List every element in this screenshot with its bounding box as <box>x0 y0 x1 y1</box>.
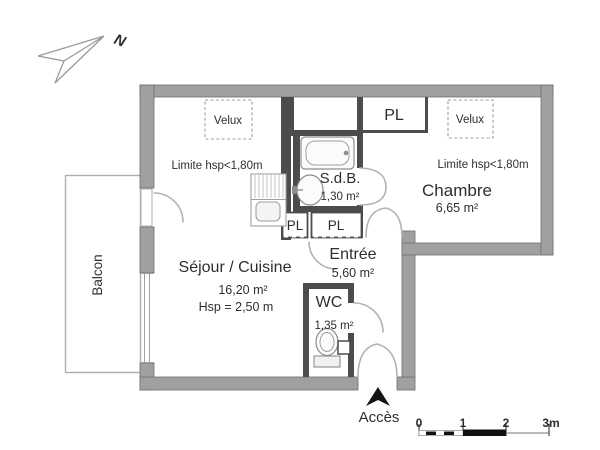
balcony-label: Balcon <box>90 254 105 295</box>
living-hall-door-swing <box>308 241 337 270</box>
north-arrow-icon: N <box>37 31 129 84</box>
wc-labels: WC 1,35 m² <box>315 294 354 332</box>
bedroom-area: 6,65 m² <box>436 201 478 215</box>
balcony: Balcon <box>64 174 142 374</box>
wall-bath-left <box>293 136 300 212</box>
north-arrow-shape <box>37 35 105 84</box>
bathroom-door-swing <box>359 167 387 206</box>
bathroom-area: 1,30 m² <box>321 191 360 203</box>
wc-area: 1,35 m² <box>315 320 354 332</box>
entrance-door-swing <box>357 343 398 378</box>
balcony-outline <box>64 174 142 374</box>
skylight-living-label: Velux <box>214 115 242 127</box>
scale-segment-dashed <box>418 430 464 436</box>
wall-bottom-left <box>139 376 359 391</box>
wall-entry-right <box>401 230 416 378</box>
hall-name: Entrée <box>329 246 376 263</box>
wall-wc-top <box>303 283 354 289</box>
wall-living-divider <box>281 97 291 240</box>
bathroom-name: S.d.B. <box>320 170 361 187</box>
wall-top <box>139 84 554 98</box>
closet-top-label: PL <box>384 107 404 124</box>
skylight-bedroom-label: Velux <box>456 114 484 126</box>
scale-tick-3: 3m <box>542 416 559 430</box>
balcony-door <box>140 188 184 227</box>
bedroom-door-swing <box>365 207 403 238</box>
skylight-living: Velux <box>204 99 253 140</box>
wall-bath-top <box>293 130 363 136</box>
wall-left-mid <box>139 226 155 274</box>
skylight-bedroom: Velux <box>447 99 494 139</box>
living-room-labels: Limite hsp<1,80m Séjour / Cuisine 16,20 … <box>171 160 291 314</box>
bedroom-name: Chambre <box>422 181 492 200</box>
wall-bottom-right <box>396 376 416 391</box>
bathtub-icon <box>300 136 355 170</box>
living-area: 16,20 m² <box>218 283 267 297</box>
scale-tick-1: 1 <box>460 416 467 430</box>
wall-bath-right-upper <box>357 97 363 168</box>
doors <box>308 167 403 378</box>
closet-right-box <box>310 211 363 239</box>
wc-name: WC <box>316 294 343 311</box>
wall-left-upper <box>139 84 155 189</box>
closet-left: PL <box>281 211 309 239</box>
living-ceiling-height: Hsp = 2,50 m <box>199 300 274 314</box>
wall-closet-top-bottom <box>363 130 428 133</box>
bathroom-sink-icon <box>292 174 324 206</box>
access-label: Accès <box>359 409 400 426</box>
scale-tick-0: 0 <box>416 416 423 430</box>
bedroom-labels: Limite hsp<1,80m Chambre 6,65 m² <box>422 159 529 215</box>
scale-tick-2: 2 <box>503 416 510 430</box>
closet-left-label: PL <box>287 218 304 233</box>
hall-labels: Entrée 5,60 m² <box>329 246 376 280</box>
wall-wc-left <box>303 283 309 377</box>
north-label: N <box>112 31 129 51</box>
scale-segment-solid <box>463 429 506 436</box>
wall-bedroom-bottom <box>401 242 554 256</box>
outer-walls <box>139 84 554 391</box>
wall-wc-right-lower <box>348 333 354 377</box>
kitchen-sink-icon <box>250 173 287 227</box>
scale-bar: 0 1 2 3m <box>416 416 560 436</box>
wc-door-swing <box>353 302 384 333</box>
toilet-icon <box>313 327 351 368</box>
wall-right <box>540 84 554 256</box>
closet-right: PL <box>310 211 363 239</box>
balcony-door-leaf <box>140 188 153 227</box>
skylight-bedroom-outline <box>447 99 494 139</box>
balcony-door-swing <box>153 192 184 223</box>
bedroom-limit-note: Limite hsp<1,80m <box>437 159 528 171</box>
access-marker: Accès <box>359 387 400 426</box>
wall-bath-bottom <box>293 206 363 212</box>
balcony-window <box>140 273 154 363</box>
bathroom-labels: S.d.B. 1,30 m² <box>320 170 361 203</box>
access-arrow-icon <box>366 387 390 406</box>
wall-closet-top-right <box>425 97 428 133</box>
wall-wc-right-upper <box>348 289 354 303</box>
living-limit-note: Limite hsp<1,80m <box>171 160 262 172</box>
hall-area: 5,60 m² <box>332 266 374 280</box>
living-name: Séjour / Cuisine <box>179 259 292 276</box>
wall-duct-left <box>291 97 294 136</box>
closet-right-label: PL <box>328 218 345 233</box>
closet-top: PL <box>384 107 404 124</box>
skylight-living-outline <box>204 99 253 140</box>
